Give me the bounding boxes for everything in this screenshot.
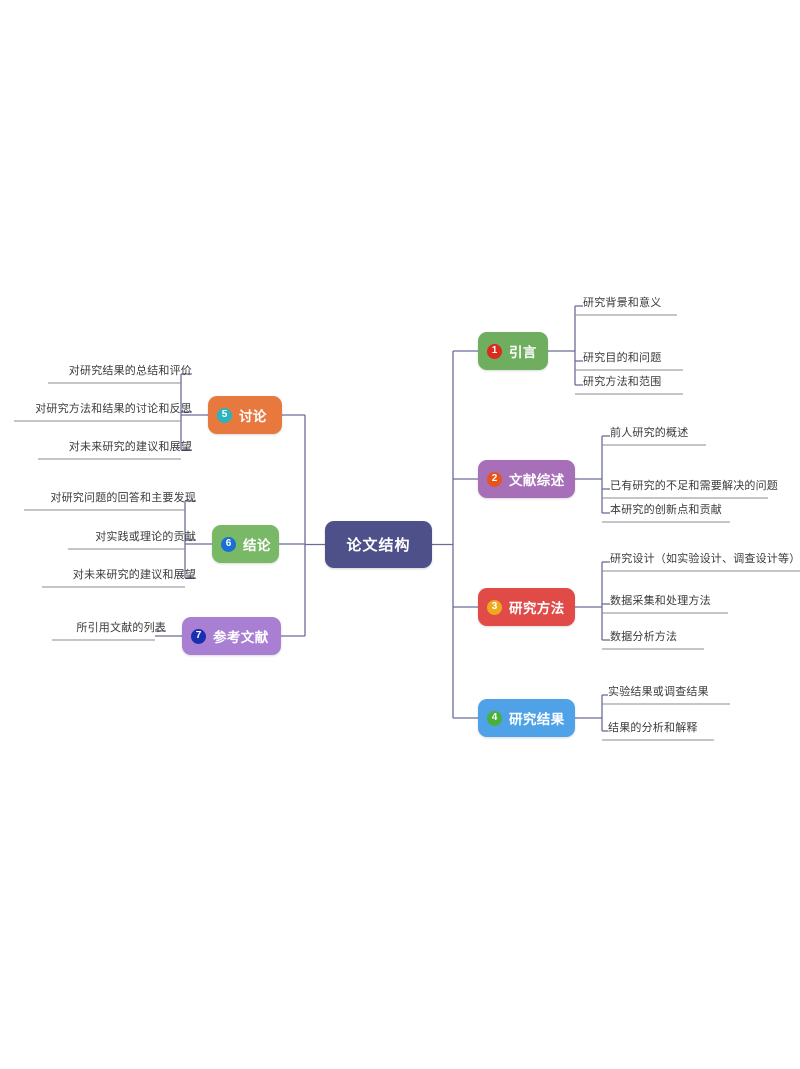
branch-number-badge: 1 <box>487 343 502 359</box>
leaf-node[interactable]: 已有研究的不足和需要解决的问题 <box>610 480 778 492</box>
branch-number-badge: 2 <box>487 471 502 487</box>
branch-node-2[interactable]: 2 文献综述 <box>478 460 575 498</box>
branch-node-5[interactable]: 5 讨论 <box>208 396 282 434</box>
branch-node-4[interactable]: 4 研究结果 <box>478 699 575 737</box>
branch-node-label: 参考文献 <box>213 630 269 645</box>
leaf-node[interactable]: 前人研究的概述 <box>610 427 689 439</box>
branch-node-3[interactable]: 3 研究方法 <box>478 588 575 626</box>
branch-number-badge: 5 <box>217 407 232 423</box>
branch-node-label: 讨论 <box>239 409 267 424</box>
root-node[interactable]: 论文结构 <box>325 521 432 568</box>
branch-node-label: 结论 <box>243 538 271 553</box>
leaf-node[interactable]: 对研究结果的总结和评价 <box>68 365 192 377</box>
leaf-node[interactable]: 对研究问题的回答和主要发现 <box>50 492 196 504</box>
leaf-node[interactable]: 对研究方法和结果的讨论和反思 <box>35 403 192 415</box>
branch-node-7[interactable]: 7 参考文献 <box>182 617 281 655</box>
leaf-node[interactable]: 研究方法和范围 <box>583 376 662 388</box>
branch-number-badge: 7 <box>191 628 206 644</box>
leaf-node[interactable]: 对未来研究的建议和展望 <box>72 569 196 581</box>
branch-number-badge: 4 <box>487 710 502 726</box>
leaf-node[interactable]: 研究目的和问题 <box>583 352 662 364</box>
leaf-node[interactable]: 研究背景和意义 <box>583 297 662 309</box>
branch-node-label: 引言 <box>509 345 537 360</box>
root-node-label: 论文结构 <box>346 537 411 554</box>
branch-node-label: 研究方法 <box>509 601 565 616</box>
leaf-node[interactable]: 对未来研究的建议和展望 <box>68 441 192 453</box>
leaf-node[interactable]: 本研究的创新点和贡献 <box>610 504 722 516</box>
leaf-node[interactable]: 对实践或理论的贡献 <box>95 531 196 543</box>
branch-number-badge: 3 <box>487 599 502 615</box>
leaf-node[interactable]: 数据分析方法 <box>610 631 678 643</box>
branch-node-1[interactable]: 1 引言 <box>478 332 548 370</box>
branch-number-badge: 6 <box>221 536 236 552</box>
leaf-node[interactable]: 实验结果或调查结果 <box>608 686 709 698</box>
leaf-node[interactable]: 所引用文献的列表 <box>76 622 166 634</box>
branch-node-6[interactable]: 6 结论 <box>212 525 279 563</box>
leaf-node[interactable]: 数据采集和处理方法 <box>610 595 711 607</box>
branch-node-label: 文献综述 <box>509 473 565 488</box>
leaf-node[interactable]: 研究设计（如实验设计、调查设计等） <box>610 553 800 565</box>
branch-node-label: 研究结果 <box>509 712 565 727</box>
leaf-node[interactable]: 结果的分析和解释 <box>608 722 698 734</box>
